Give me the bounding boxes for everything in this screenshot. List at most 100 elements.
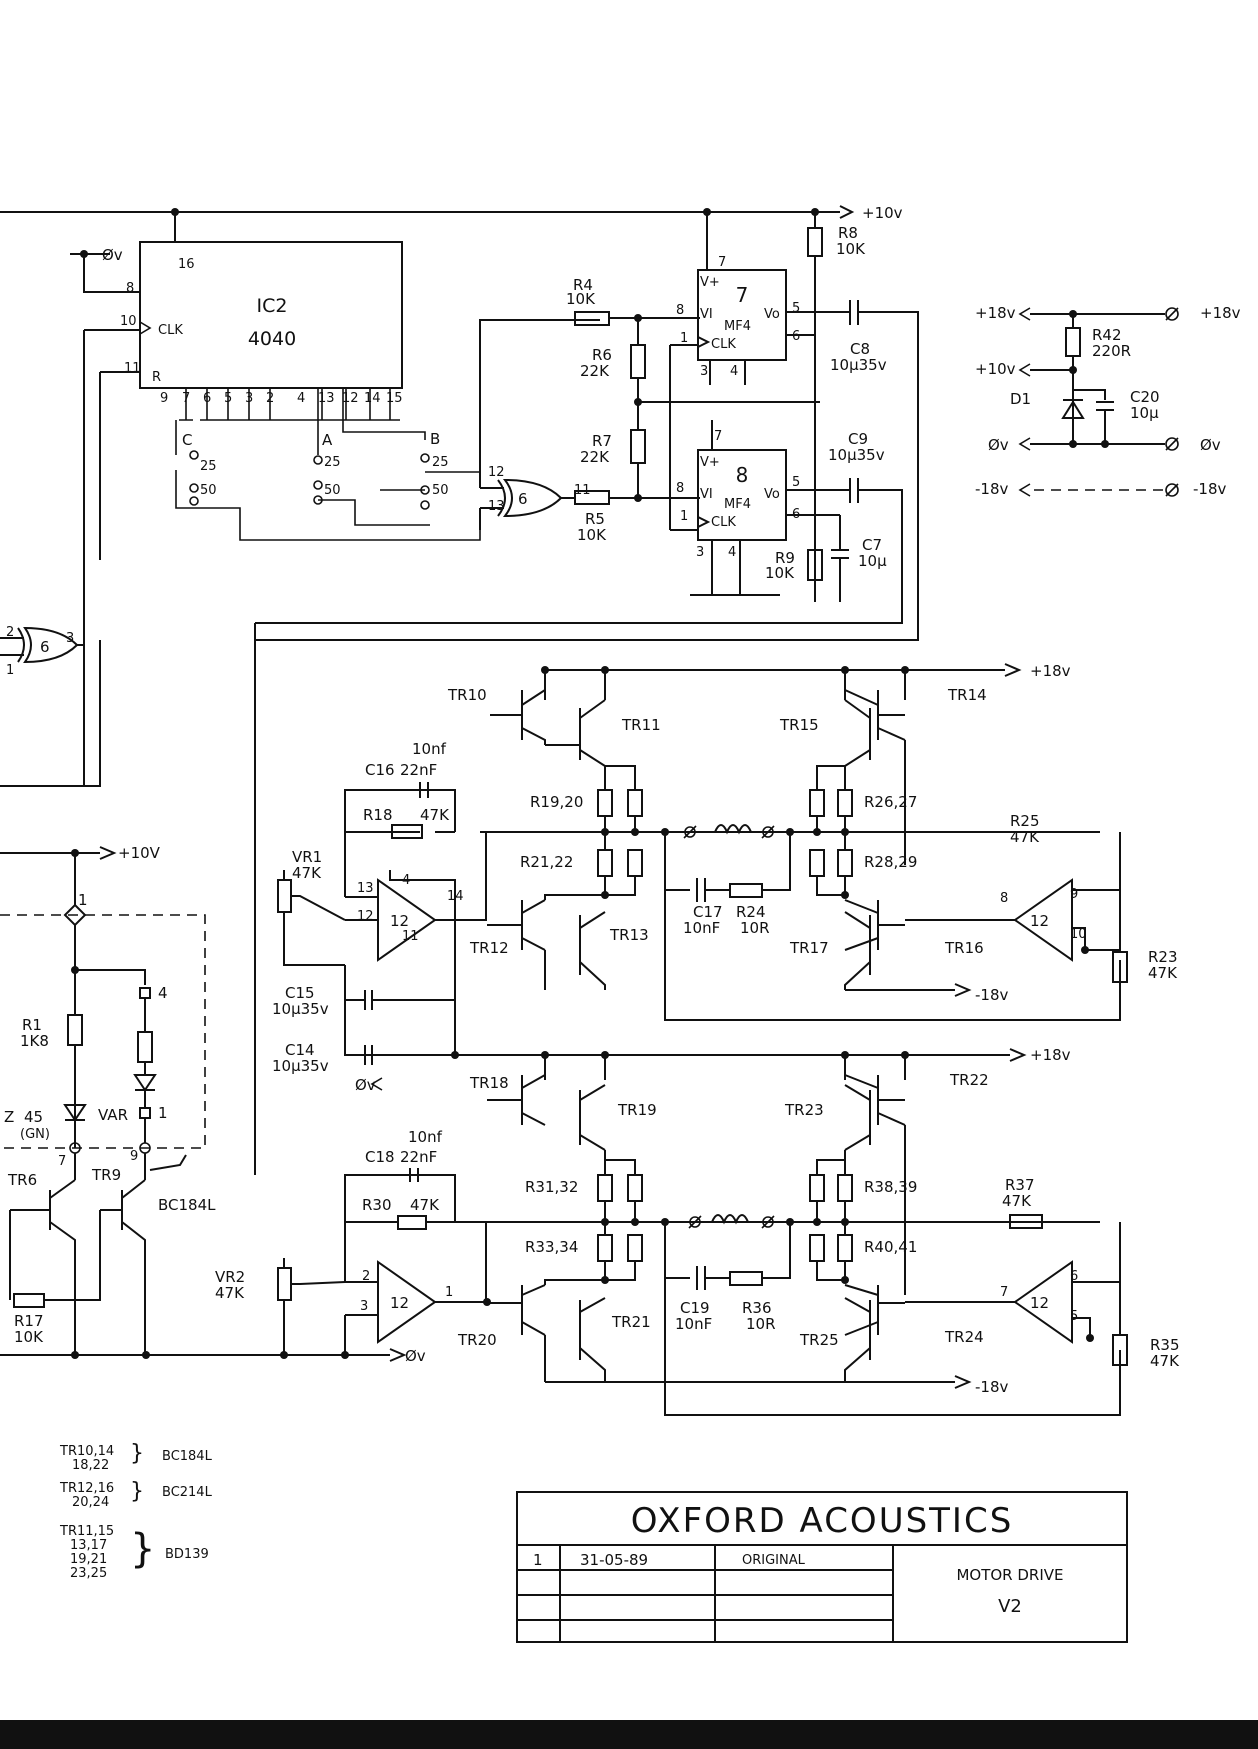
- amp2-rail-plus18: +18v: [1030, 1046, 1071, 1064]
- svg-text:45: 45: [24, 1108, 43, 1126]
- svg-text:47K: 47K: [292, 864, 322, 882]
- svg-text:10nf: 10nf: [412, 740, 447, 758]
- svg-text:47K: 47K: [410, 1196, 440, 1214]
- svg-text:V+: V+: [700, 275, 720, 290]
- svg-text:TR25: TR25: [799, 1331, 839, 1349]
- svg-text:TR6: TR6: [7, 1171, 37, 1189]
- svg-text:}: }: [130, 1479, 144, 1504]
- svg-text:10K: 10K: [577, 526, 607, 544]
- svg-text:TR12: TR12: [469, 939, 509, 957]
- svg-text:22K: 22K: [580, 448, 610, 466]
- svg-text:R23: R23: [1148, 948, 1178, 966]
- svg-text:V+: V+: [700, 455, 720, 470]
- svg-text:12: 12: [488, 465, 505, 480]
- ic2-part: 4040: [248, 328, 296, 350]
- svg-text:10R: 10R: [746, 1315, 776, 1333]
- svg-text:1: 1: [158, 1104, 168, 1122]
- xor-gate-6b: 6 2 1 3: [0, 625, 84, 678]
- svg-text:13: 13: [488, 499, 505, 514]
- svg-text:C16: C16: [365, 761, 395, 779]
- svg-text:25: 25: [432, 455, 449, 470]
- svg-text:VR1: VR1: [292, 848, 322, 866]
- svg-text:TR9: TR9: [91, 1166, 121, 1184]
- svg-text:47K: 47K: [1002, 1192, 1032, 1210]
- svg-text:R25: R25: [1010, 812, 1040, 830]
- svg-text:13: 13: [318, 391, 335, 406]
- svg-text:TR22: TR22: [949, 1071, 989, 1089]
- svg-text:7: 7: [736, 283, 749, 307]
- svg-text:TR21: TR21: [611, 1313, 651, 1331]
- svg-text:+18v: +18v: [975, 304, 1016, 322]
- ic2-pin10: 10: [120, 314, 137, 329]
- svg-text:Vo: Vo: [764, 487, 780, 502]
- svg-text:+10v: +10v: [975, 360, 1016, 378]
- svg-text:R19,20: R19,20: [530, 793, 583, 811]
- svg-text:VI: VI: [700, 307, 713, 322]
- svg-text:10: 10: [1070, 927, 1087, 942]
- svg-text:23,25: 23,25: [70, 1566, 107, 1581]
- svg-text:R9: R9: [775, 549, 795, 567]
- top-wiring: +10v Øv: [0, 204, 903, 787]
- svg-text:C20: C20: [1130, 388, 1160, 406]
- svg-text:TR19: TR19: [617, 1101, 657, 1119]
- svg-text:12: 12: [390, 1294, 409, 1312]
- svg-text:BD139: BD139: [165, 1547, 209, 1562]
- svg-text:TR13: TR13: [609, 926, 649, 944]
- svg-text:5: 5: [792, 301, 800, 316]
- svg-text:R28,29: R28,29: [864, 853, 917, 871]
- svg-text:47K: 47K: [1148, 964, 1178, 982]
- svg-text:12: 12: [1030, 912, 1049, 930]
- svg-text:3: 3: [700, 364, 708, 379]
- r9-resistor: [807, 549, 823, 581]
- svg-text:10µ35v: 10µ35v: [272, 1057, 329, 1075]
- company-name: OXFORD ACOUSTICS: [631, 1501, 1014, 1541]
- svg-text:BC214L: BC214L: [162, 1485, 213, 1500]
- drawing-version: V2: [998, 1596, 1022, 1617]
- svg-text:}: }: [130, 1441, 144, 1466]
- amp2-ground-label: Øv: [405, 1347, 426, 1365]
- svg-text:R8: R8: [838, 224, 858, 242]
- svg-text:47K: 47K: [420, 806, 450, 824]
- rate-selectors: C 25 50 A 25 50 B 25 50: [175, 388, 481, 541]
- svg-text:25: 25: [324, 455, 341, 470]
- svg-text:TR24: TR24: [944, 1328, 984, 1346]
- svg-text:MF4: MF4: [724, 497, 751, 512]
- svg-text:-18v: -18v: [1193, 480, 1226, 498]
- svg-text:TR11: TR11: [621, 716, 661, 734]
- svg-text:20,24: 20,24: [72, 1495, 109, 1510]
- svg-text:1: 1: [6, 663, 14, 678]
- svg-text:C15: C15: [285, 984, 315, 1002]
- svg-text:R42: R42: [1092, 326, 1122, 344]
- svg-text:9: 9: [160, 391, 168, 406]
- svg-text:10µ: 10µ: [858, 552, 887, 570]
- ic2-clk: CLK: [158, 323, 183, 338]
- amplifier-channel-2: TR18 TR19 TR23 TR22 R31,32 R38,39 R33,34…: [0, 1051, 1180, 1416]
- svg-text:BC184L: BC184L: [162, 1449, 213, 1464]
- svg-text:4: 4: [297, 391, 305, 406]
- svg-text:R26,27: R26,27: [864, 793, 917, 811]
- svg-text:R1: R1: [22, 1016, 42, 1034]
- svg-text:14: 14: [364, 391, 381, 406]
- r8-resistor: [807, 227, 823, 257]
- svg-text:7: 7: [58, 1154, 66, 1169]
- svg-text:8: 8: [676, 481, 684, 496]
- r4-resistor: [574, 311, 610, 326]
- svg-text:2: 2: [6, 625, 14, 640]
- led-driver-section: +10V 1 4 R1 1K8 1 VAR 45 (GN) Z 7 9 TR6 …: [0, 844, 216, 1355]
- led-rail-plus10: +10V: [118, 844, 161, 862]
- svg-text:6: 6: [40, 638, 50, 656]
- svg-text:5: 5: [1070, 1309, 1078, 1324]
- svg-text:1: 1: [680, 509, 688, 524]
- svg-text:C9: C9: [848, 430, 868, 448]
- svg-text:13: 13: [357, 881, 374, 896]
- svg-text:2: 2: [362, 1269, 370, 1284]
- svg-text:9: 9: [1070, 887, 1078, 902]
- svg-text:}: }: [130, 1526, 155, 1572]
- revision-note: ORIGINAL: [742, 1553, 806, 1568]
- svg-text:22K: 22K: [580, 362, 610, 380]
- revision-date: 31-05-89: [580, 1551, 648, 1569]
- svg-text:12: 12: [342, 391, 359, 406]
- svg-text:3: 3: [696, 545, 704, 560]
- svg-text:VAR: VAR: [98, 1106, 128, 1124]
- svg-text:R38,39: R38,39: [864, 1178, 917, 1196]
